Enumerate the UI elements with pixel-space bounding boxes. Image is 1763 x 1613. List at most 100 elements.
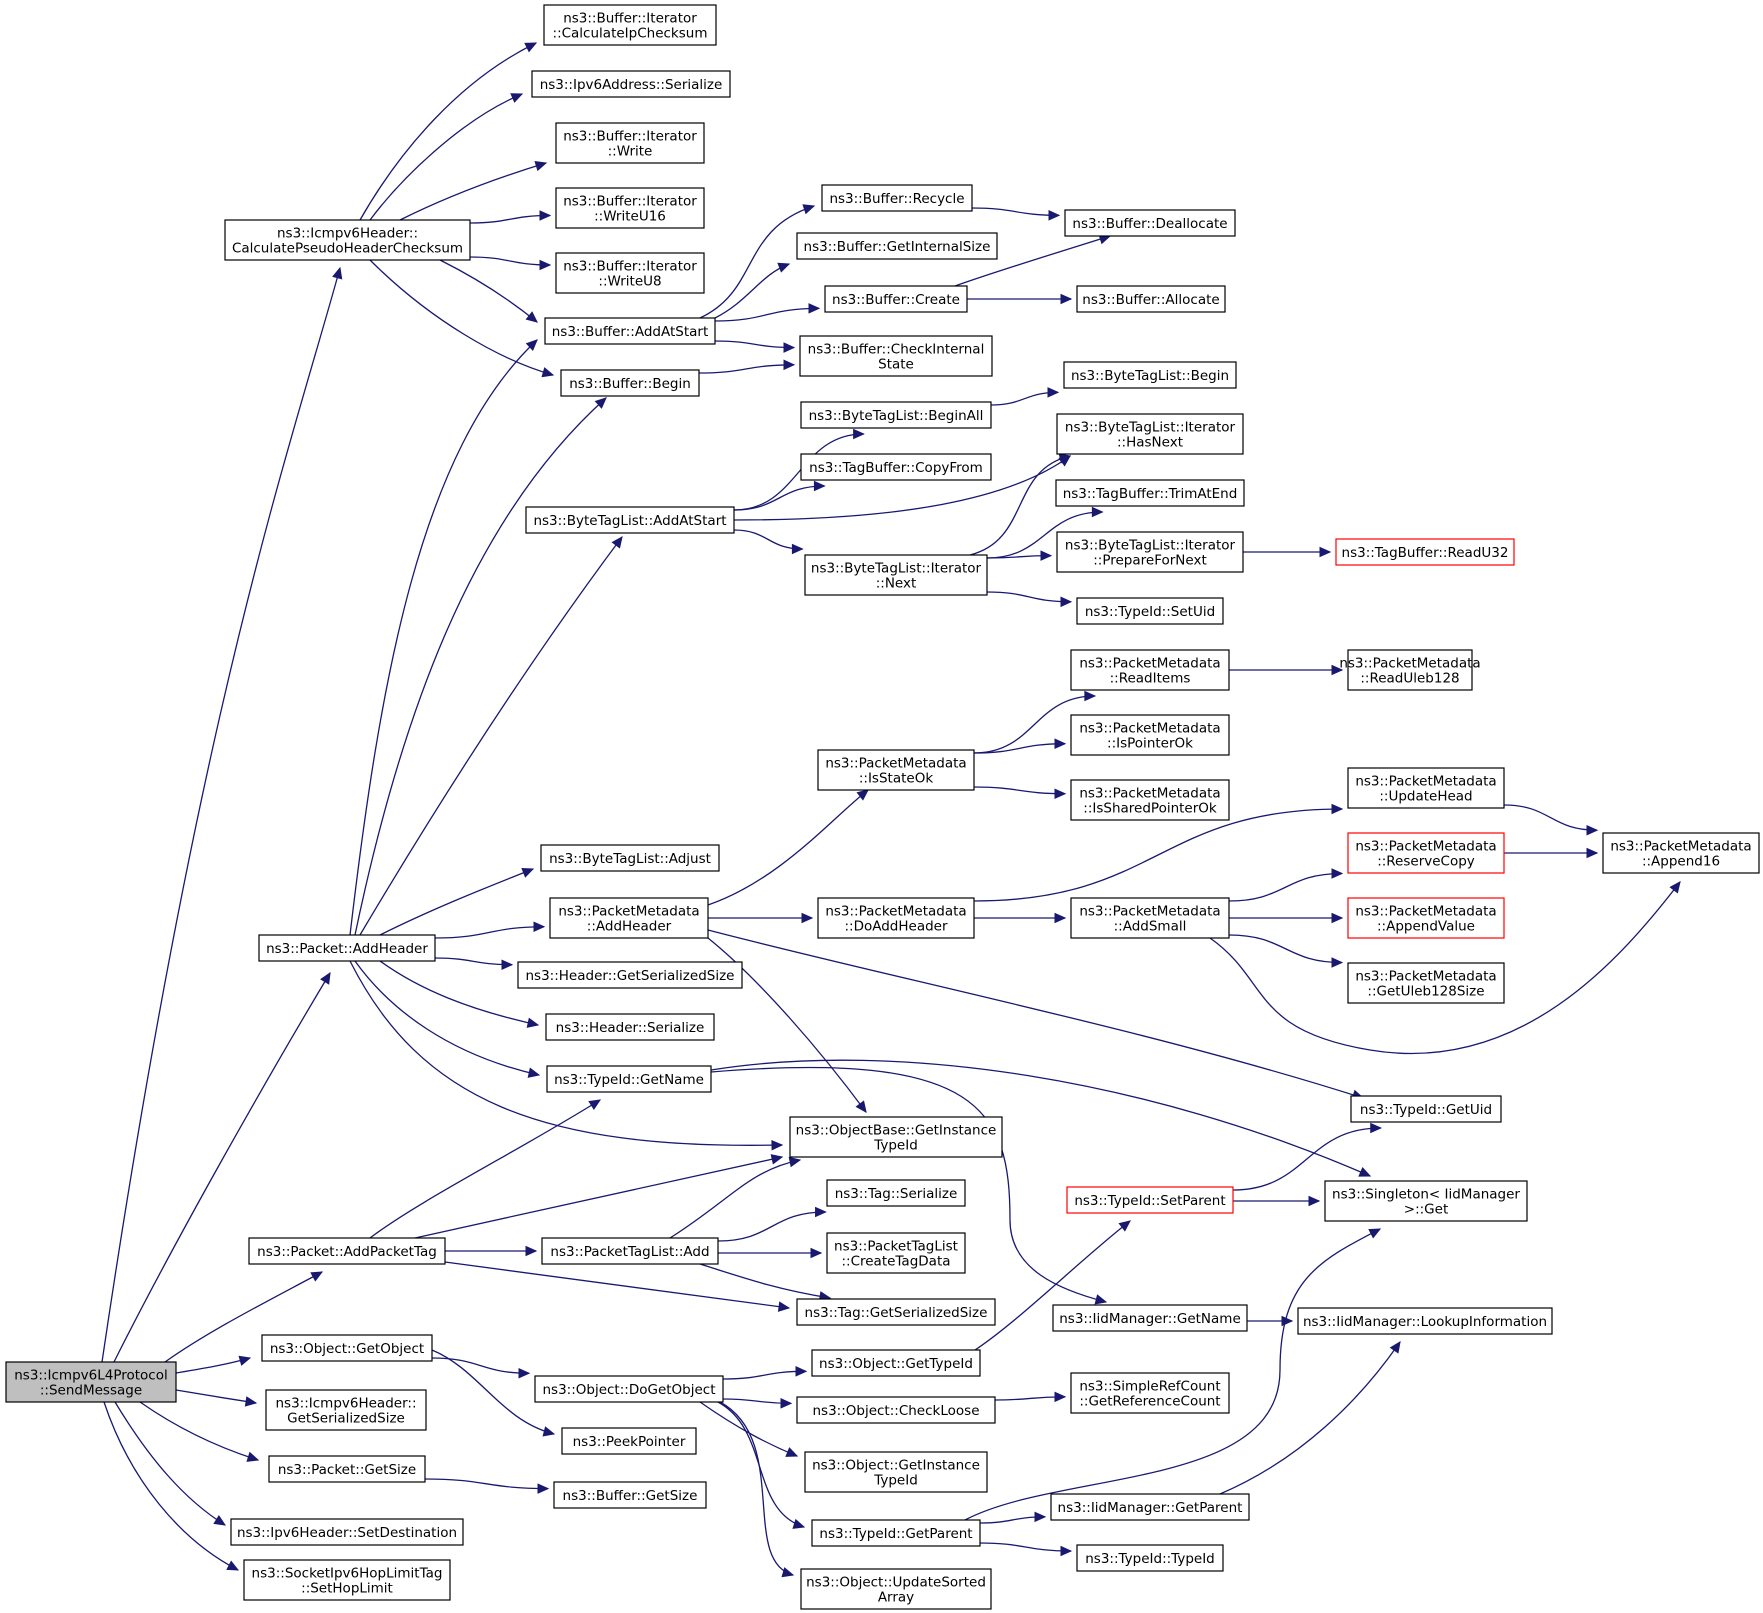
node-ptlcreate-tag-data[interactable]: ns3::PacketTagList::CreateTagData — [826, 1232, 966, 1274]
node-pmis-shared-ptr-ok[interactable]: ns3::PacketMetadata::IsSharedPointerOk — [1070, 779, 1230, 821]
node-ptladd[interactable]: ns3::PacketTagList::Add — [541, 1237, 719, 1265]
node-buf-recycle[interactable]: ns3::Buffer::Recycle — [821, 184, 973, 212]
edge-send-message-to-icmpv6-get-ser-size-arrowhead — [244, 1396, 258, 1407]
edge-obj-do-get-object-to-obj-update-sorted-arrowhead — [781, 1567, 795, 1578]
node-btliter-has-next[interactable]: ns3::ByteTagList::Iterator::HasNext — [1056, 413, 1244, 455]
node-box — [1064, 209, 1236, 237]
edge-send-message-to-pkt-add-header-arrowhead — [320, 971, 331, 985]
node-tag-get-ser-size[interactable]: ns3::Tag::GetSerializedSize — [796, 1298, 996, 1326]
edge-pkt-add-header-to-pmadd-header — [434, 926, 545, 939]
node-pmadd-small[interactable]: ns3::PacketMetadata::AddSmall — [1070, 897, 1230, 939]
node-pmappend-value[interactable]: ns3::PacketMetadata::AppendValue — [1347, 897, 1505, 939]
node-btliter-prep[interactable]: ns3::ByteTagList::Iterator::PrepareForNe… — [1056, 531, 1244, 573]
node-box — [800, 453, 992, 481]
node-tag-serialize[interactable]: ns3::Tag::Serialize — [826, 1179, 966, 1207]
node-pkt-add-packet-tag[interactable]: ns3::Packet::AddPacketTag — [248, 1237, 446, 1265]
node-pmappend16[interactable]: ns3::PacketMetadata::Append16 — [1602, 832, 1760, 874]
edge-obj-get-object-to-obj-do-get-object — [431, 1357, 530, 1374]
node-obj-get-type-id[interactable]: ns3::Object::GetTypeId — [811, 1349, 981, 1377]
edge-send-message-to-obj-get-object-arrowhead — [238, 1355, 252, 1366]
edge-calc-pseudo-to-iter-calc-ip-arrowhead — [524, 42, 538, 53]
node-label-line: ns3::TypeId::GetUid — [1360, 1102, 1492, 1118]
node-iid-get-parent[interactable]: ns3::IidManager::GetParent — [1050, 1493, 1250, 1521]
node-box — [1070, 714, 1230, 756]
node-box — [265, 1389, 427, 1431]
edge-type-id-get-name-to-singleton-get-arrowhead — [1358, 1166, 1372, 1177]
edge-pkt-add-header-to-btladd-at-start-arrowhead — [611, 536, 623, 549]
node-pmupdate-head[interactable]: ns3::PacketMetadata::UpdateHead — [1347, 767, 1505, 809]
node-iid-lookup[interactable]: ns3::IidManager::LookupInformation — [1297, 1307, 1553, 1335]
node-label-line: ::SetHopLimit — [301, 1581, 393, 1597]
edge-type-id-set-parent-to-type-id-get-uid-arrowhead — [1370, 1122, 1382, 1134]
node-buf-add-at-start[interactable]: ns3::Buffer::AddAtStart — [544, 317, 716, 345]
node-ipv6-addr-ser[interactable]: ns3::Ipv6Address::Serialize — [531, 70, 731, 98]
node-type-id-get-parent[interactable]: ns3::TypeId::GetParent — [811, 1519, 981, 1547]
edge-send-message-to-ipv6-set-dest-arrowhead — [213, 1514, 227, 1526]
node-label-line: ns3::IidManager::GetParent — [1058, 1500, 1243, 1516]
node-label-line: ::DoAddHeader — [844, 919, 947, 935]
node-iter-calc-ip[interactable]: ns3::Buffer::Iterator::CalculateIpChecks… — [543, 4, 717, 46]
node-pmdo-add-header[interactable]: ns3::PacketMetadata::DoAddHeader — [817, 897, 975, 939]
node-icmpv6-get-ser-size[interactable]: ns3::Icmpv6Header::GetSerializedSize — [265, 1389, 427, 1431]
node-iter-write-u16[interactable]: ns3::Buffer::Iterator::WriteU16 — [555, 187, 705, 229]
node-ipv6-set-dest[interactable]: ns3::Ipv6Header::SetDestination — [230, 1518, 464, 1546]
node-buf-begin[interactable]: ns3::Buffer::Begin — [560, 369, 700, 397]
node-box — [796, 1396, 996, 1424]
node-send-message[interactable]: ns3::Icmpv6L4Protocol::SendMessage — [5, 1361, 177, 1403]
edge-pmadd-header-to-pmdo-add-header-arrowhead — [801, 912, 814, 924]
node-type-id-set-parent[interactable]: ns3::TypeId::SetParent — [1066, 1186, 1234, 1214]
node-pmis-state-ok[interactable]: ns3::PacketMetadata::IsStateOk — [817, 749, 975, 791]
node-buf-get-int-size[interactable]: ns3::Buffer::GetInternalSize — [796, 232, 998, 260]
node-btlbegin-all[interactable]: ns3::ByteTagList::BeginAll — [800, 401, 992, 429]
node-singleton-get[interactable]: ns3::Singleton< IidManager>::Get — [1324, 1180, 1528, 1222]
edge-pkt-add-header-to-buf-add-at-start — [349, 339, 538, 936]
node-pmis-ptr-ok[interactable]: ns3::PacketMetadata::IsPointerOk — [1070, 714, 1230, 756]
node-sock-set-hop-limit[interactable]: ns3::SocketIpv6HopLimitTag::SetHopLimit — [243, 1559, 451, 1601]
node-obj-do-get-object[interactable]: ns3::Object::DoGetObject — [534, 1375, 724, 1403]
node-iter-write[interactable]: ns3::Buffer::Iterator::Write — [555, 122, 705, 164]
node-label-line: ns3::Packet::AddHeader — [266, 941, 428, 957]
node-iter-write-u8[interactable]: ns3::Buffer::Iterator::WriteU8 — [555, 252, 705, 294]
node-iid-get-name[interactable]: ns3::IidManager::GetName — [1052, 1304, 1248, 1332]
node-pmget-uleb-size[interactable]: ns3::PacketMetadata::GetUleb128Size — [1347, 962, 1505, 1004]
edge-pmadd-header-to-type-id-get-uid — [707, 929, 1364, 1099]
node-pkt-add-header[interactable]: ns3::Packet::AddHeader — [258, 934, 436, 962]
node-pmreserve-copy[interactable]: ns3::PacketMetadata::ReserveCopy — [1347, 832, 1505, 874]
node-obj-get-object[interactable]: ns3::Object::GetObject — [261, 1334, 433, 1362]
node-buf-get-size[interactable]: ns3::Buffer::GetSize — [553, 1481, 707, 1509]
node-buf-alloc[interactable]: ns3::Buffer::Allocate — [1076, 285, 1226, 313]
node-pmadd-header[interactable]: ns3::PacketMetadata::AddHeader — [549, 897, 709, 939]
node-obj-check-loose[interactable]: ns3::Object::CheckLoose — [796, 1396, 996, 1424]
node-buf-dealloc[interactable]: ns3::Buffer::Deallocate — [1064, 209, 1236, 237]
node-btliter-next[interactable]: ns3::ByteTagList::Iterator::Next — [804, 554, 988, 596]
node-tbtrim-at-end[interactable]: ns3::TagBuffer::TrimAtEnd — [1055, 479, 1245, 507]
node-calc-pseudo[interactable]: ns3::Icmpv6Header::CalculatePseudoHeader… — [224, 219, 471, 261]
node-btladd-at-start[interactable]: ns3::ByteTagList::AddAtStart — [525, 506, 735, 534]
edge-type-id-get-parent-to-type-id-type-id-arrowhead — [1060, 1545, 1073, 1557]
node-label-line: Array — [878, 1590, 914, 1606]
node-box — [555, 187, 705, 229]
node-btlbegin[interactable]: ns3::ByteTagList::Begin — [1063, 361, 1237, 389]
node-type-id-get-uid[interactable]: ns3::TypeId::GetUid — [1350, 1095, 1502, 1123]
node-tbcopy-from[interactable]: ns3::TagBuffer::CopyFrom — [800, 453, 992, 481]
node-type-id-set-uid[interactable]: ns3::TypeId::SetUid — [1076, 597, 1224, 625]
node-pmread-items[interactable]: ns3::PacketMetadata::ReadItems — [1070, 649, 1230, 691]
node-tbread-u32[interactable]: ns3::TagBuffer::ReadU32 — [1335, 538, 1515, 566]
node-srcget-ref-count[interactable]: ns3::SimpleRefCount::GetReferenceCount — [1070, 1372, 1230, 1414]
node-hdr-get-ser-size[interactable]: ns3::Header::GetSerializedSize — [517, 961, 743, 989]
node-btladjust[interactable]: ns3::ByteTagList::Adjust — [540, 844, 720, 872]
edge-type-id-get-parent-to-singleton-get — [964, 1228, 1381, 1521]
node-peek-pointer[interactable]: ns3::PeekPointer — [561, 1427, 697, 1455]
node-box — [817, 897, 975, 939]
node-pkt-get-size[interactable]: ns3::Packet::GetSize — [268, 1455, 426, 1483]
node-buf-create[interactable]: ns3::Buffer::Create — [824, 285, 968, 313]
node-type-id-get-name[interactable]: ns3::TypeId::GetName — [546, 1065, 712, 1093]
edge-pmadd-small-to-pmappend-value-arrowhead — [1331, 912, 1344, 924]
node-pmread-uleb[interactable]: ns3::PacketMetadata::ReadUleb128 — [1339, 649, 1481, 691]
node-type-id-type-id[interactable]: ns3::TypeId::TypeId — [1076, 1544, 1224, 1572]
node-hdr-serialize[interactable]: ns3::Header::Serialize — [545, 1013, 715, 1041]
